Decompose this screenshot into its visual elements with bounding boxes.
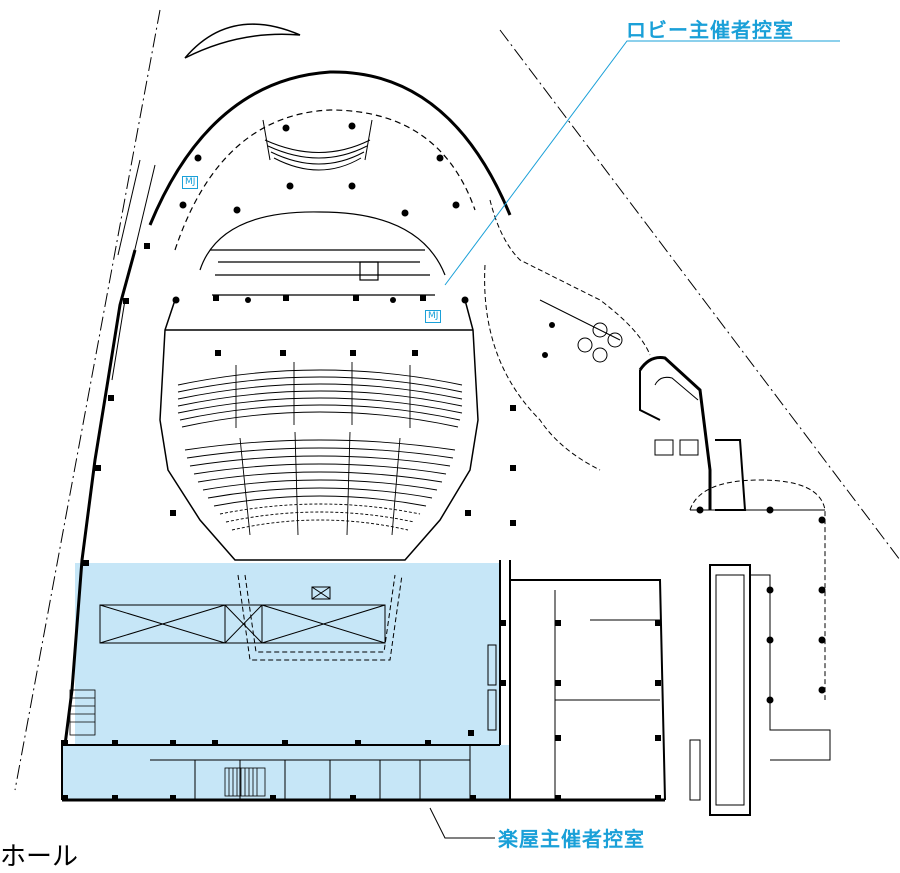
stairs (69, 689, 266, 797)
mj-marker: MJ (425, 310, 442, 323)
main-hall-outline (159, 299, 479, 561)
auditorium-seating-lower (184, 431, 456, 536)
canopy-shape (184, 23, 301, 59)
right-wing (510, 479, 831, 816)
auditorium-seating-upper (177, 362, 463, 428)
callout-leaders (429, 40, 840, 839)
mj-marker: MJ (182, 176, 199, 189)
backstage-organizer-room-label: 楽屋主催者控室 (498, 827, 645, 851)
lobby-organizer-room-label: ロビー主催者控室 (626, 18, 794, 42)
upper-balcony-seating (262, 119, 373, 171)
stage-area (99, 574, 403, 661)
columns (172, 122, 826, 704)
cut-off-text: ホール (0, 842, 79, 872)
right-corridor (484, 199, 747, 511)
foyer-interior (199, 211, 446, 296)
site-boundary (14, 9, 900, 791)
square-columns (62, 243, 661, 801)
backstage-walls (61, 560, 665, 802)
backstage-highlight-area (62, 563, 510, 800)
